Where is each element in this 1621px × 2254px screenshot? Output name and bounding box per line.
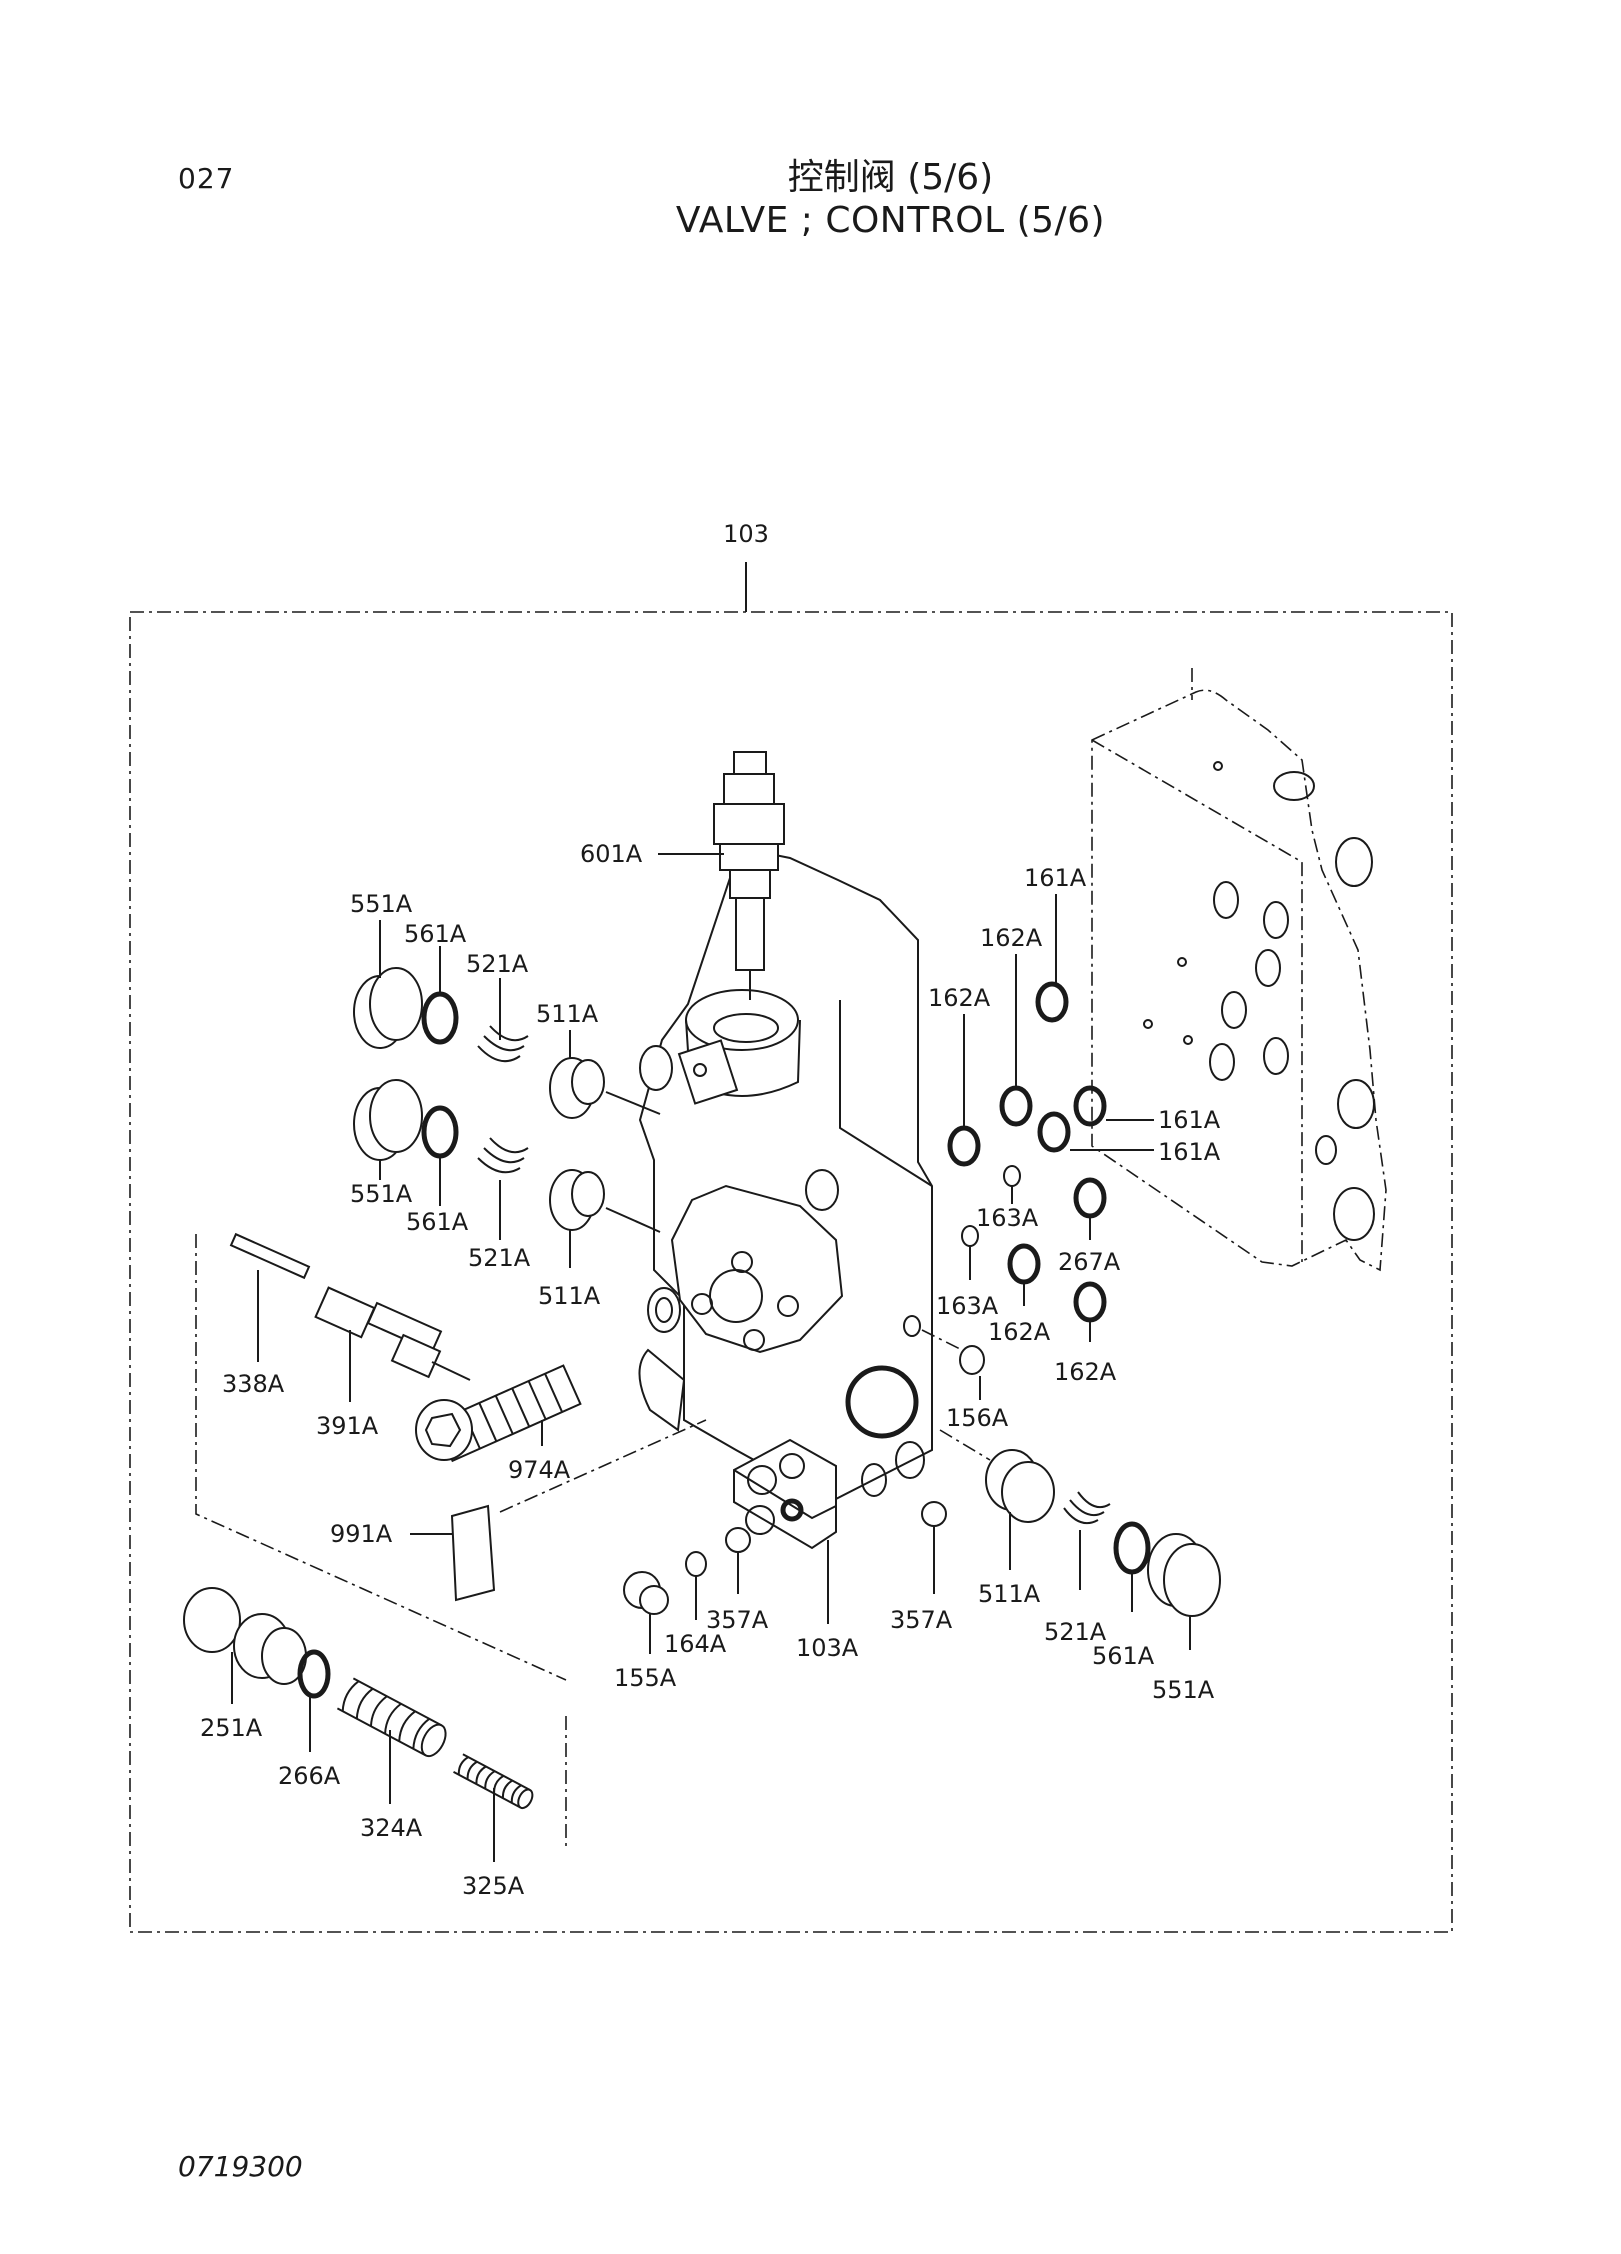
bottom-small-parts	[623, 1501, 947, 1615]
label-511A: 511A	[538, 1282, 601, 1310]
adjacent-valve-section	[1091, 668, 1387, 1272]
label-561A: 561A	[404, 920, 467, 948]
label-156A: 156A	[946, 1404, 1009, 1432]
label-561A: 561A	[1092, 1642, 1155, 1670]
relief-valve-cartridge	[713, 751, 785, 1000]
label-551A: 551A	[350, 890, 413, 918]
label-561A: 561A	[406, 1208, 469, 1236]
label-162A: 162A	[1054, 1358, 1117, 1386]
label-974A: 974A	[508, 1456, 571, 1484]
label-162A: 162A	[980, 924, 1043, 952]
leader-lines	[231, 853, 1191, 1862]
label-266A: 266A	[278, 1762, 341, 1790]
pilot-cartridge-assembly	[183, 1587, 567, 1850]
label-391A: 391A	[316, 1412, 379, 1440]
page-title-english: VALVE ; CONTROL (5/6)	[675, 200, 1106, 241]
label-551A: 551A	[1152, 1676, 1215, 1704]
label-511A: 511A	[978, 1580, 1041, 1608]
label-162A: 162A	[928, 984, 991, 1012]
label-161A: 161A	[1158, 1138, 1221, 1166]
label-551A: 551A	[350, 1180, 413, 1208]
label-325A: 325A	[462, 1872, 525, 1900]
left-upper-components	[353, 967, 661, 1233]
label-162A: 162A	[988, 1318, 1051, 1346]
assembly-label: 103	[723, 520, 769, 548]
label-163A: 163A	[976, 1204, 1039, 1232]
label-164A: 164A	[664, 1630, 727, 1658]
valve-body	[638, 846, 933, 1550]
label-161A: 161A	[1024, 864, 1087, 892]
label-161A: 161A	[1158, 1106, 1221, 1134]
label-155A: 155A	[614, 1664, 677, 1692]
label-357A: 357A	[706, 1606, 769, 1634]
label-251A: 251A	[200, 1714, 263, 1742]
label-521A: 521A	[1044, 1618, 1107, 1646]
label-991A: 991A	[330, 1520, 393, 1548]
label-357A: 357A	[890, 1606, 953, 1634]
label-324A: 324A	[360, 1814, 423, 1842]
label-511A: 511A	[536, 1000, 599, 1028]
label-267A: 267A	[1058, 1248, 1121, 1276]
right-lower-components	[985, 1449, 1221, 1617]
label-521A: 521A	[466, 950, 529, 978]
document-code: 0719300	[178, 2150, 303, 2183]
page-number: 027	[178, 162, 235, 195]
label-163A: 163A	[936, 1292, 999, 1320]
part-labels: 601A 551A 561A 521A 511A 551A 561A 521A …	[200, 840, 1221, 1900]
left-lower-components	[195, 1232, 707, 1681]
label-521A: 521A	[468, 1244, 531, 1272]
page-title-chinese: 控制阀 (5/6)	[787, 157, 994, 198]
label-103A: 103A	[796, 1634, 859, 1662]
label-338A: 338A	[222, 1370, 285, 1398]
assembly-boundary	[129, 562, 1453, 1933]
label-601A: 601A	[580, 840, 643, 868]
